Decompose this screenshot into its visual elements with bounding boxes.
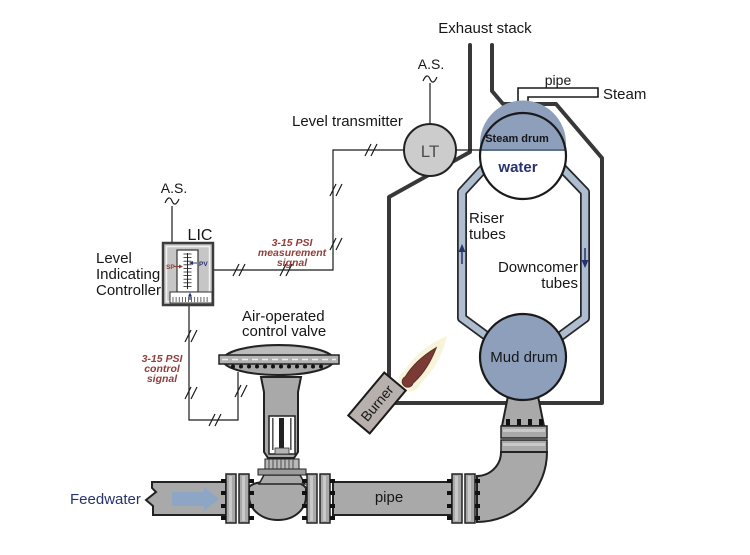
control-signal-line [184, 305, 248, 427]
control-signal-line3: signal [147, 373, 178, 385]
control-valve-body [248, 481, 307, 522]
measurement-signal-label: 3-15 PSI measurement signal [258, 237, 327, 269]
burner-flame [401, 346, 438, 388]
measurement-signal-line [213, 143, 481, 277]
flange [446, 473, 481, 524]
steam-label: Steam [603, 86, 646, 103]
measurement-signal-line2: measurement [258, 247, 327, 259]
controller-name-label: Level Indicating Controller [96, 250, 161, 299]
setpoint-tag: SP [166, 264, 175, 271]
transmitter-tag: LT [421, 142, 440, 161]
air-supply-line-controller [164, 197, 180, 243]
lic-output-scale [169, 291, 213, 304]
pipe-elbow [476, 451, 549, 524]
steam-drum [478, 100, 568, 201]
signal-hash-marks [184, 386, 198, 400]
downcomer-down-arrow-icon [581, 248, 589, 268]
controller-tag-label: LIC [188, 227, 213, 244]
mud-drum-label: Mud drum [490, 349, 558, 366]
controller-name-line2: Indicating [96, 266, 160, 283]
signal-hash-marks [329, 183, 343, 197]
flow-direction-arrow-icon [172, 487, 219, 511]
control-signal-line1: 3-15 PSI [142, 353, 184, 365]
process-variable-tag: PV [199, 261, 208, 268]
measurement-signal-line3: signal [277, 257, 308, 269]
riser-tubes-line1: Riser [469, 210, 504, 227]
valve-actuator-diaphragm [218, 344, 340, 376]
controller-name-line3: Controller [96, 282, 161, 299]
measurement-signal-line1: 3-15 PSI [272, 237, 314, 249]
riser-tubes-label: Riser tubes [469, 210, 506, 243]
control-signal-label: 3-15 PSI control signal [142, 353, 184, 385]
signal-hash-marks [234, 384, 248, 398]
signal-hash-marks [329, 237, 343, 251]
level-controller-instrument: SP PV [161, 241, 215, 307]
riser-tubes-line2: tubes [469, 226, 506, 243]
control-valve-line1: Air-operated [242, 308, 325, 325]
air-supply-line-transmitter [422, 75, 438, 124]
flange [301, 473, 336, 524]
air-supply-transmitter-label: A.S. [418, 56, 444, 72]
flange [220, 473, 255, 524]
level-transmitter-instrument: LT [403, 123, 457, 177]
mud-drum [478, 312, 568, 402]
downcomer-tubes-label: Downcomer tubes [498, 259, 578, 292]
control-valve-line2: control valve [242, 323, 326, 340]
exhaust-stack-label: Exhaust stack [438, 20, 532, 37]
riser-up-arrow-icon [458, 244, 466, 264]
valve-stem [279, 418, 284, 450]
valve-bonnet [257, 458, 307, 485]
control-valve-label: Air-operated control valve [242, 308, 326, 340]
feedwater-label: Feedwater [70, 491, 141, 508]
diaphragm-bolts [231, 364, 323, 369]
air-supply-controller-label: A.S. [161, 180, 187, 196]
downcomer-tubes-line2: tubes [541, 275, 578, 292]
valve-stem-indicator [274, 447, 290, 455]
controller-name-line1: Level [96, 250, 132, 267]
steam-pipe-label: pipe [545, 72, 572, 88]
downcomer-tubes-line1: Downcomer [498, 259, 578, 276]
downcomer-tube [544, 163, 590, 351]
feed-pipe-label: pipe [375, 489, 403, 506]
control-signal-line2: control [144, 363, 181, 375]
valve-yoke [259, 376, 303, 459]
riser-tube [457, 163, 503, 351]
steam-drum-label: Steam drum [485, 133, 549, 145]
signal-hash-marks [184, 329, 198, 343]
level-transmitter-label: Level transmitter [292, 113, 403, 130]
water-label: water [497, 159, 537, 176]
steam-drum-water [480, 100, 566, 150]
pipe-segment [332, 481, 453, 516]
